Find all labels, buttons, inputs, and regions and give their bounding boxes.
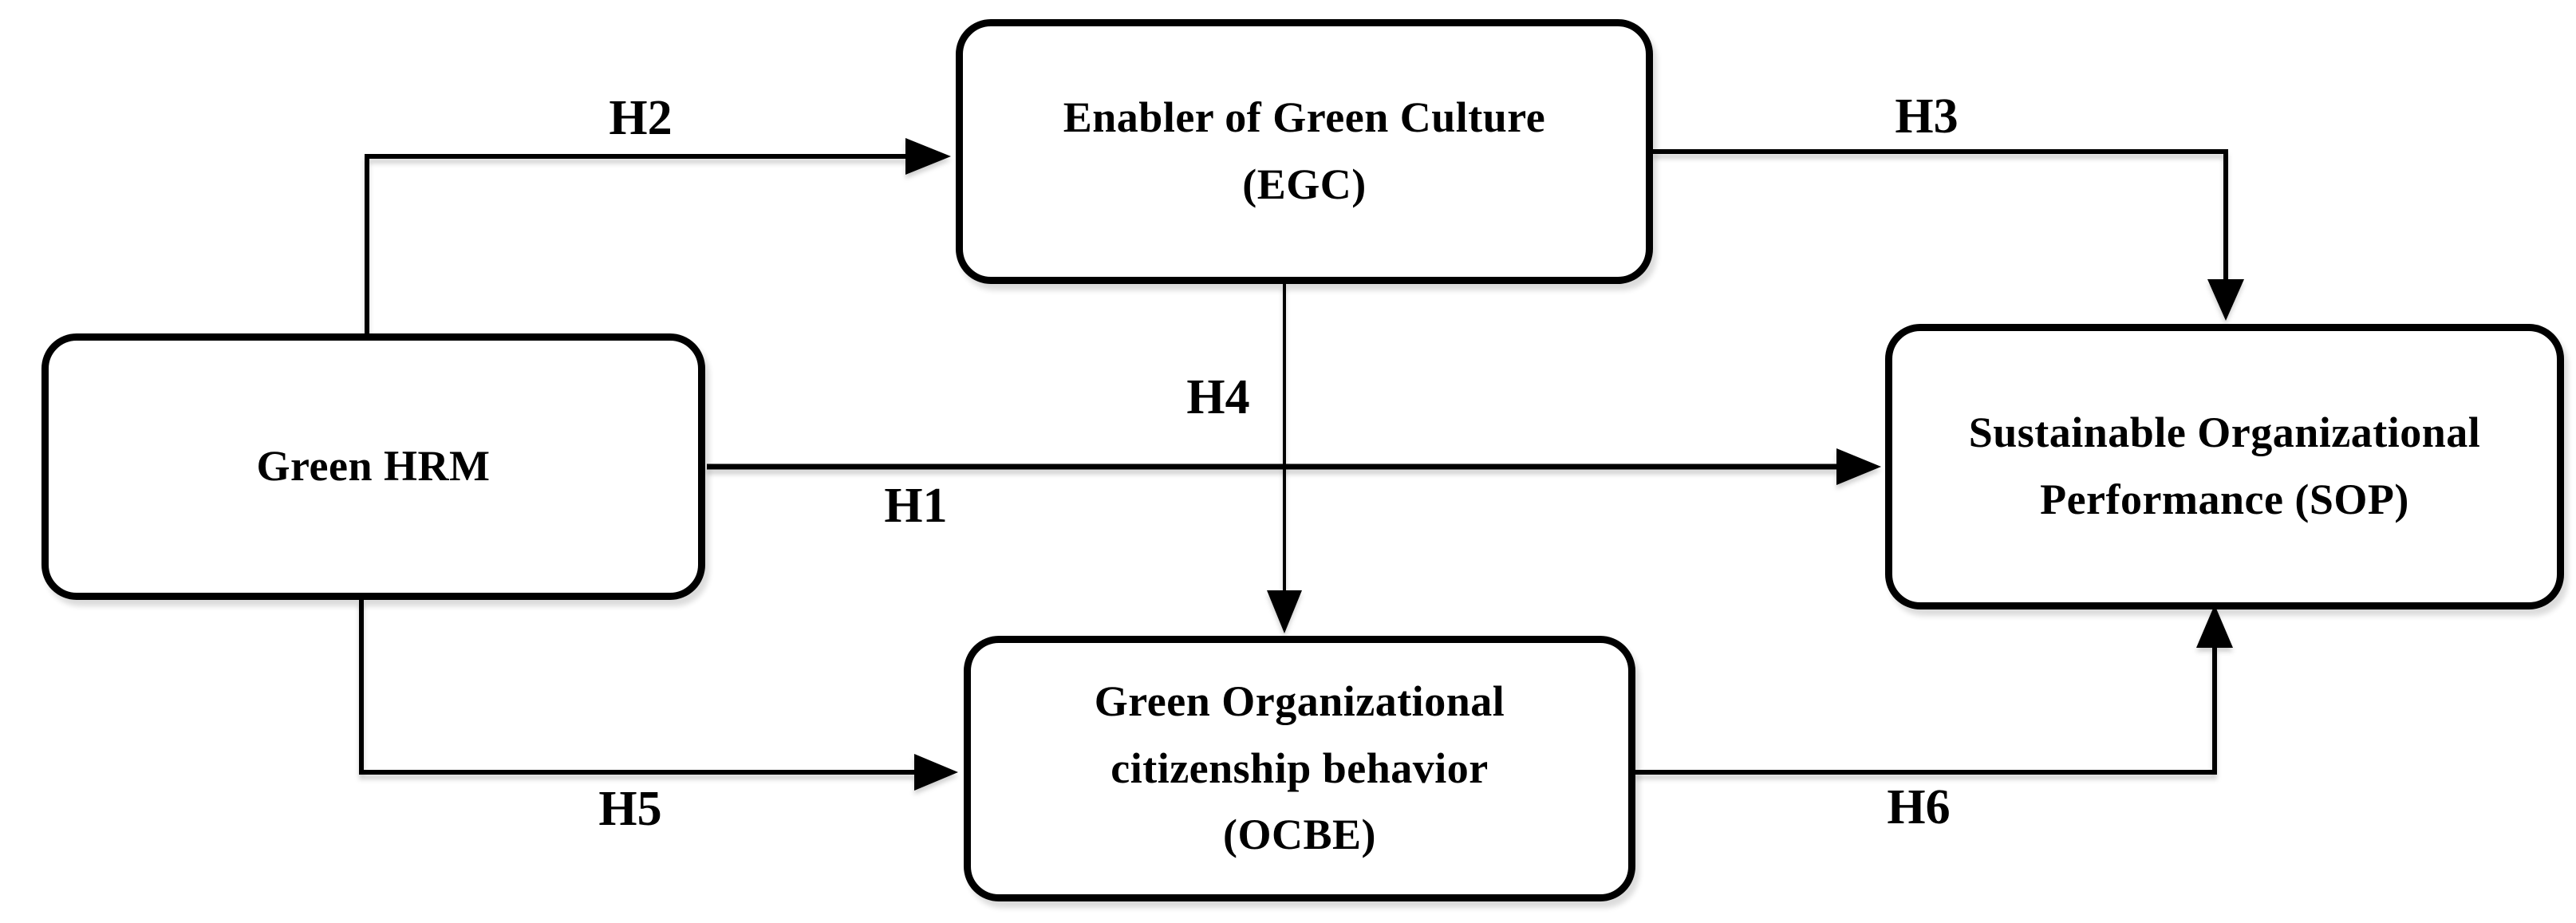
- node-green-hrm-text: Green HRM: [256, 442, 491, 491]
- node-ocbe: Green Organizational citizenship behavio…: [964, 636, 1635, 901]
- arrow-h3: [1653, 149, 2244, 321]
- node-sop-text-line1: Sustainable Organizational: [1968, 408, 2481, 457]
- node-ocbe-text-line2: citizenship behavior: [1110, 744, 1489, 792]
- edge-label-h5: H5: [598, 782, 662, 836]
- arrow-h4: [1267, 284, 1302, 633]
- node-ocbe-label: Green Organizational citizenship behavio…: [1095, 669, 1505, 869]
- edge-label-h6: H6: [1887, 780, 1951, 834]
- node-green-hrm-label: Green HRM: [257, 433, 491, 500]
- node-sop: Sustainable Organizational Performance (…: [1885, 324, 2564, 609]
- node-egc: Enabler of Green Culture (EGC): [956, 19, 1653, 284]
- arrow-h5: [359, 600, 958, 791]
- node-ocbe-text-line3: (OCBE): [1223, 811, 1376, 859]
- node-sop-text-line2: Performance (SOP): [2040, 475, 2409, 523]
- node-green-hrm: Green HRM: [41, 333, 705, 600]
- edge-label-h1: H1: [884, 479, 948, 533]
- node-ocbe-text-line1: Green Organizational: [1094, 676, 1505, 725]
- arrow-h1: [707, 448, 1881, 485]
- node-sop-label: Sustainable Organizational Performance (…: [1969, 400, 2481, 533]
- node-egc-text-line2: (EGC): [1242, 160, 1367, 208]
- arrow-h2: [365, 138, 951, 335]
- edge-label-h4: H4: [1186, 370, 1250, 424]
- node-egc-label: Enabler of Green Culture (EGC): [1063, 85, 1546, 218]
- node-egc-text-line1: Enabler of Green Culture: [1063, 93, 1546, 142]
- edge-label-h3: H3: [1895, 89, 1959, 144]
- edge-label-h2: H2: [609, 91, 673, 145]
- arrow-h6: [1635, 605, 2233, 775]
